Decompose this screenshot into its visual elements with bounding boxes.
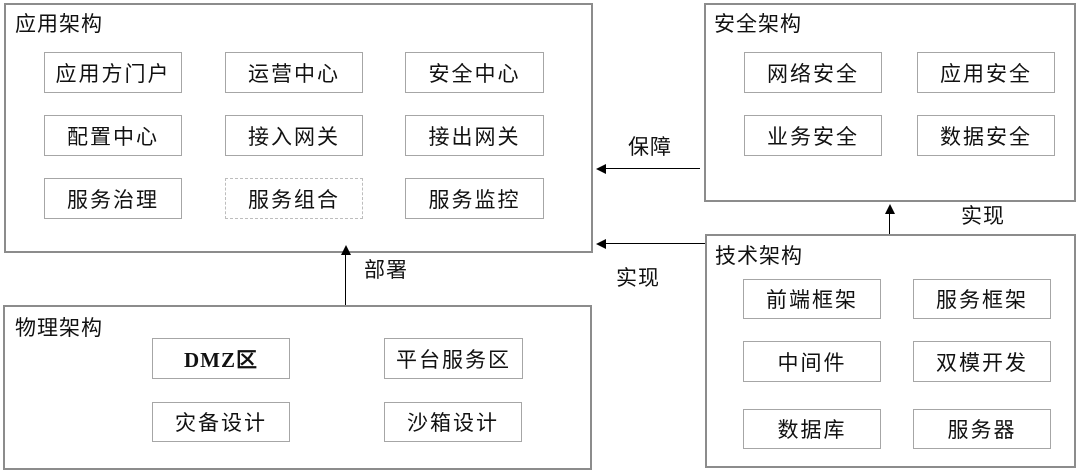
platform-service-zone-node: 平台服务区 bbox=[384, 338, 523, 379]
sandbox-design-node: 沙箱设计 bbox=[384, 402, 522, 442]
realize-security-arrow-head bbox=[885, 204, 895, 214]
business-security-node: 业务安全 bbox=[744, 115, 882, 156]
physical-architecture-title: 物理架构 bbox=[15, 316, 103, 340]
application-architecture-title: 应用架构 bbox=[15, 12, 103, 36]
guarantee-arrow-line bbox=[605, 168, 700, 169]
config-center-node: 配置中心 bbox=[44, 115, 182, 156]
realize-security-arrow-label: 实现 bbox=[961, 204, 1005, 228]
realize-app-arrow-label: 实现 bbox=[616, 266, 660, 290]
bimodal-development-node: 双模开发 bbox=[913, 341, 1051, 382]
app-portal-node: 应用方门户 bbox=[44, 52, 182, 93]
server-node: 服务器 bbox=[913, 409, 1051, 449]
security-architecture-title: 安全架构 bbox=[714, 12, 802, 36]
service-governance-node: 服务治理 bbox=[44, 178, 182, 219]
frontend-framework-node: 前端框架 bbox=[743, 279, 881, 319]
physical-architecture-group: 物理架构 DMZ区 平台服务区灾备设计 沙箱设计 bbox=[3, 305, 592, 470]
guarantee-arrow-label: 保障 bbox=[628, 135, 672, 159]
technology-architecture-group: 技术架构前端框架服务框架中间件双模开发数据库服务器 bbox=[705, 234, 1076, 468]
guarantee-arrow-head bbox=[596, 164, 606, 174]
realize-app-arrow-line bbox=[605, 243, 705, 244]
application-security-node: 应用安全 bbox=[917, 52, 1055, 93]
technology-architecture-title: 技术架构 bbox=[715, 244, 803, 268]
deploy-arrow-label: 部署 bbox=[364, 258, 408, 282]
service-framework-node: 服务框架 bbox=[913, 279, 1051, 319]
deploy-arrow-head bbox=[341, 245, 351, 255]
operation-center-node: 运营中心 bbox=[225, 52, 363, 93]
realize-security-arrow-line bbox=[889, 213, 890, 234]
data-security-node: 数据安全 bbox=[917, 115, 1055, 156]
database-node: 数据库 bbox=[743, 409, 881, 449]
inbound-gateway-node: 接入网关 bbox=[225, 115, 363, 156]
realize-app-arrow-head bbox=[596, 239, 606, 249]
deploy-arrow-line bbox=[345, 254, 346, 305]
dmz-zone-node: DMZ区 bbox=[152, 338, 290, 379]
middleware-node: 中间件 bbox=[743, 341, 881, 382]
security-center-node: 安全中心 bbox=[405, 52, 544, 93]
service-monitoring-node: 服务监控 bbox=[405, 178, 544, 219]
outbound-gateway-node: 接出网关 bbox=[405, 115, 544, 156]
application-architecture-group: 应用架构应用方门户 运营中心 安全中心配置中心 接入网关 接出网关服务治理 服务组合 服务监… bbox=[4, 3, 593, 253]
service-composition-node: 服务组合 bbox=[225, 178, 363, 219]
disaster-recovery-design-node: 灾备设计 bbox=[152, 402, 290, 442]
security-architecture-group: 安全架构网络安全应用安全业务安全数据安全 bbox=[704, 3, 1076, 202]
network-security-node: 网络安全 bbox=[744, 52, 882, 93]
